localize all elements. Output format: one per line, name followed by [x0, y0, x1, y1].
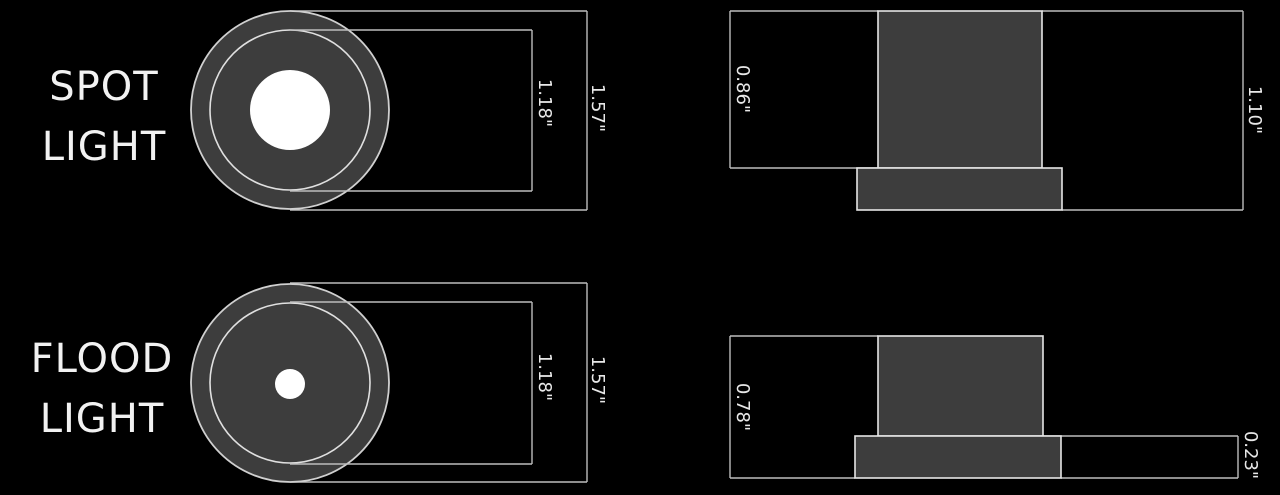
flood-title-line2: LIGHT	[40, 396, 165, 442]
spot-title-line1: SPOT	[49, 64, 158, 110]
flood-housing	[877, 335, 1044, 437]
flood-side-flange-dim: 0.23"	[1240, 431, 1261, 479]
spot-light-section: SPOT LIGHT 1.18" 1.57" 0.86"	[42, 10, 1265, 211]
spot-side-total-dim: 1.10"	[1244, 86, 1265, 134]
spot-front-view: 1.18" 1.57"	[190, 10, 608, 211]
flood-title-line1: FLOOD	[31, 336, 174, 382]
spot-lens	[250, 70, 330, 150]
spot-front-outer-dim: 1.57"	[587, 84, 608, 132]
flood-side-body-dim: 0.78"	[732, 383, 753, 431]
flood-light-section: FLOOD LIGHT 1.18" 1.57" 0.78"	[31, 282, 1261, 483]
flood-lens	[275, 369, 305, 399]
spot-title-line2: LIGHT	[42, 124, 167, 170]
flood-front-view: 1.18" 1.57"	[190, 282, 608, 483]
spot-housing	[877, 10, 1043, 169]
flood-front-outer-dim: 1.57"	[587, 356, 608, 404]
spot-front-inner-dim: 1.18"	[534, 79, 555, 127]
flood-side-view: 0.78" 0.23"	[729, 335, 1261, 479]
flood-front-inner-dim: 1.18"	[534, 353, 555, 401]
spot-side-view: 0.86" 1.10"	[729, 10, 1265, 211]
flood-flange	[854, 435, 1062, 479]
spot-flange	[856, 167, 1063, 211]
spot-side-body-dim: 0.86"	[732, 65, 753, 113]
